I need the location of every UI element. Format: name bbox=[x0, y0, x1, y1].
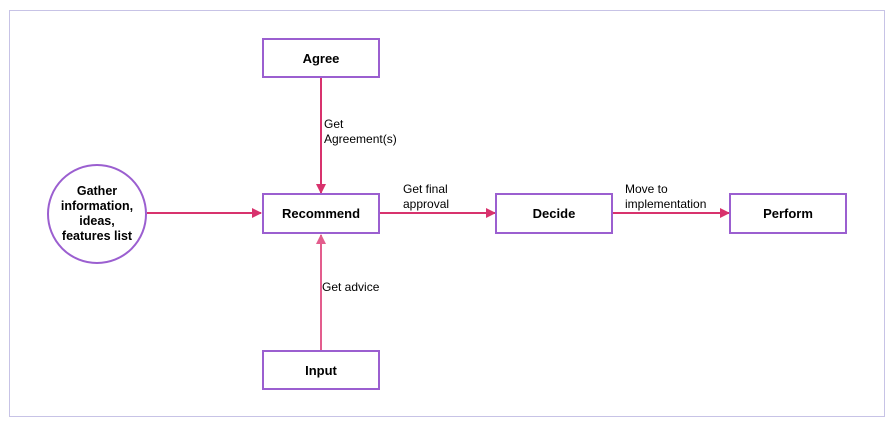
edge-label-get-agreement: Get Agreement(s) bbox=[324, 117, 397, 146]
node-perform[interactable]: Perform bbox=[729, 193, 847, 234]
node-gather[interactable]: Gather information, ideas, features list bbox=[47, 164, 147, 264]
node-input[interactable]: Input bbox=[262, 350, 380, 390]
edge-label-get-final-approval: Get final approval bbox=[403, 182, 450, 211]
diagram-frame bbox=[9, 10, 885, 417]
edge-label-move-to-implementation: Move to implementation bbox=[625, 182, 707, 211]
node-decide[interactable]: Decide bbox=[495, 193, 613, 234]
edge-label-get-advice: Get advice bbox=[322, 280, 380, 294]
node-recommend[interactable]: Recommend bbox=[262, 193, 380, 234]
node-agree[interactable]: Agree bbox=[262, 38, 380, 78]
